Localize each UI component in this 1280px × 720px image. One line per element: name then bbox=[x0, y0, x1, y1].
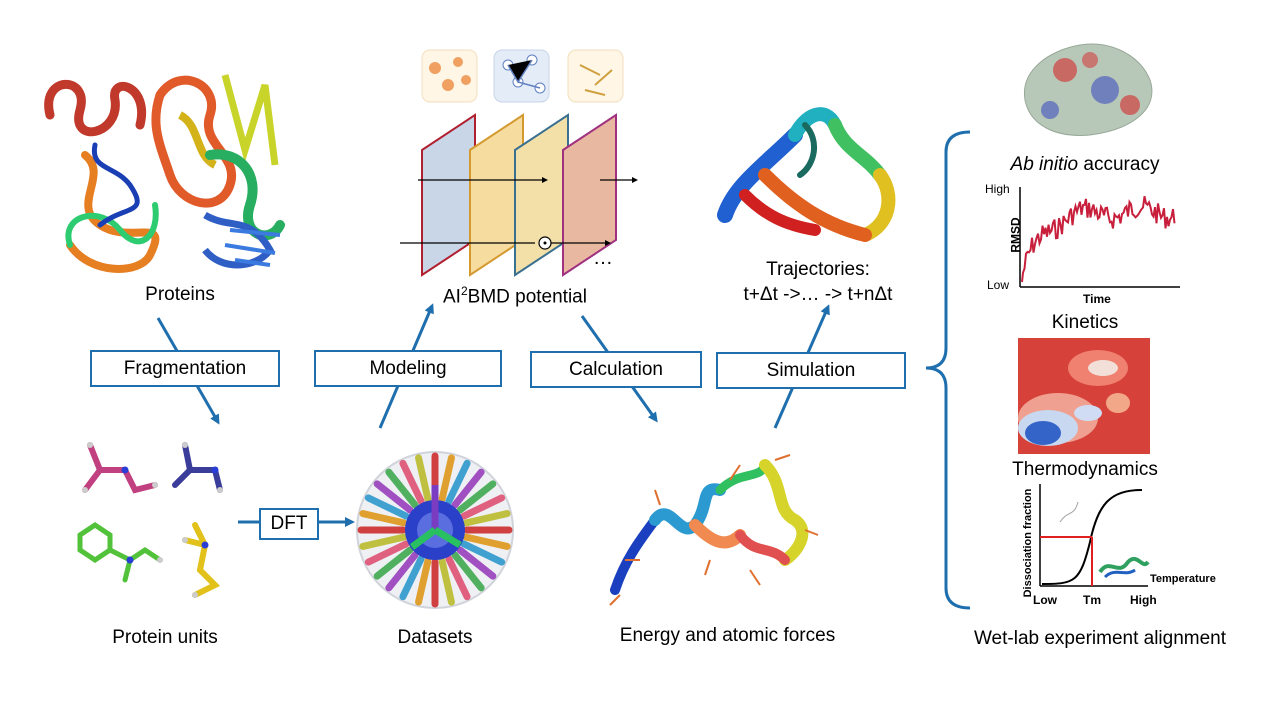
dataset-spoke bbox=[451, 551, 485, 592]
dataset-spoke bbox=[364, 494, 410, 520]
trajectories-label-line1: Trajectories: bbox=[766, 259, 870, 280]
dataset-spoke bbox=[373, 546, 414, 580]
ab-initio-accuracy-label: Ab initio accuracy bbox=[985, 154, 1185, 176]
dataset-spoke bbox=[445, 459, 471, 505]
dataset-spoke bbox=[460, 540, 506, 566]
rmsd-trace bbox=[1021, 195, 1176, 283]
potential-label-suffix: BMD potential bbox=[467, 286, 587, 308]
ab-initio-surface-image bbox=[1024, 43, 1153, 136]
potential-label-sup: 2 bbox=[460, 284, 468, 298]
protein-units-label: Protein units bbox=[112, 627, 218, 648]
trajectories-label-line2: t+Δt ->… -> t+nΔt bbox=[743, 284, 893, 305]
neural-network-image bbox=[400, 49, 638, 277]
datasets-label: Datasets bbox=[397, 627, 473, 648]
dataset-spoke bbox=[385, 551, 419, 592]
dataset-spoke bbox=[399, 555, 425, 601]
kinetics-heatmap bbox=[1018, 338, 1150, 454]
dataset-spoke bbox=[359, 510, 408, 527]
dissociation-axis-label: Dissociation fraction bbox=[1022, 488, 1034, 598]
dataset-spoke bbox=[385, 468, 419, 509]
dataset-spoke bbox=[399, 459, 425, 505]
proteins-label: Proteins bbox=[145, 284, 215, 305]
dataset-spoke bbox=[460, 494, 506, 520]
temp-low-label: Low bbox=[1033, 593, 1057, 607]
ab-initio-italic: Ab initio bbox=[1010, 154, 1079, 175]
dataset-spoke bbox=[456, 480, 497, 514]
datasets-image bbox=[356, 451, 514, 609]
thermodynamics-label: Thermodynamics bbox=[1012, 459, 1158, 480]
rmsd-high-label: High bbox=[985, 182, 1010, 196]
temperature-axis-label: Temperature bbox=[1150, 573, 1216, 585]
validation-brace bbox=[925, 130, 971, 610]
dataset-spoke bbox=[438, 557, 455, 606]
fragmentation-step: Fragmentation bbox=[90, 350, 280, 387]
dataset-spoke bbox=[438, 454, 455, 503]
time-axis-label: Time bbox=[1083, 292, 1111, 306]
energy-forces-image bbox=[609, 454, 819, 606]
dataset-spoke bbox=[462, 533, 511, 550]
trajectories-image bbox=[717, 107, 896, 242]
dataset-spoke bbox=[415, 557, 432, 606]
kinetics-label: Kinetics bbox=[1051, 312, 1119, 333]
temp-high-label: High bbox=[1130, 593, 1157, 607]
energy-forces-label: Energy and atomic forces bbox=[619, 625, 836, 646]
temp-tm-label: Tm bbox=[1083, 593, 1101, 607]
dataset-spoke bbox=[462, 510, 511, 527]
potential-label-prefix: AI bbox=[443, 286, 461, 308]
dataset-spoke bbox=[364, 540, 410, 566]
dataset-spoke bbox=[373, 480, 414, 514]
thermodynamics-plot bbox=[1039, 484, 1150, 587]
accuracy-rest: accuracy bbox=[1078, 154, 1160, 175]
simulation-step: Simulation bbox=[716, 352, 906, 389]
calculation-step: Calculation bbox=[530, 351, 702, 388]
rmsd-axis-label: RMSD bbox=[1008, 217, 1023, 253]
dataset-spoke bbox=[359, 533, 408, 550]
network-ellipsis: … bbox=[593, 247, 613, 269]
dft-step: DFT bbox=[259, 508, 319, 540]
dataset-spoke bbox=[445, 555, 471, 601]
potential-label: AI2BMD potential bbox=[400, 284, 630, 308]
protein-units-image bbox=[77, 442, 223, 598]
proteins-structure-image bbox=[44, 74, 285, 273]
wetlab-label: Wet-lab experiment alignment bbox=[973, 628, 1227, 649]
dataset-spoke bbox=[456, 546, 497, 580]
rmsd-plot bbox=[1019, 187, 1180, 288]
dataset-spoke bbox=[451, 468, 485, 509]
dataset-spoke bbox=[415, 454, 432, 503]
modeling-step: Modeling bbox=[314, 350, 502, 387]
rmsd-low-label: Low bbox=[987, 278, 1010, 292]
